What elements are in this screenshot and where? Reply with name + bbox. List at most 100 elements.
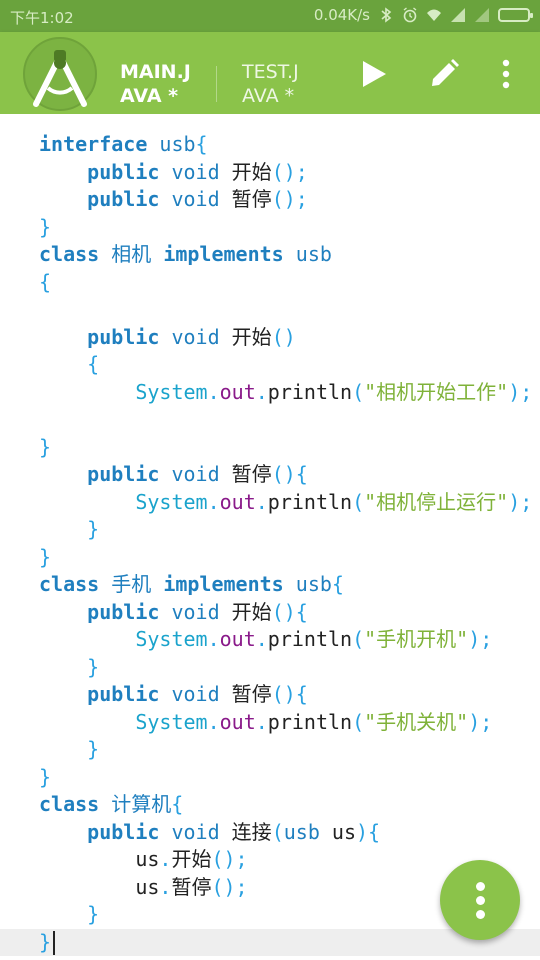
bluetooth-icon (381, 7, 392, 23)
code-token: (); (211, 847, 248, 871)
code-token (39, 160, 87, 184)
overflow-menu-button[interactable] (486, 52, 526, 96)
code-token: println (267, 627, 353, 651)
code-token: public (87, 599, 160, 624)
code-token: println (267, 709, 353, 734)
code-token: ( (352, 709, 365, 734)
code-token: class (39, 242, 100, 266)
code-token (159, 187, 171, 211)
code-token: void (171, 324, 220, 349)
code-line[interactable]: public void 开始(); (39, 159, 540, 187)
code-token: ); (468, 709, 493, 734)
code-line[interactable]: { (39, 269, 540, 297)
code-token (99, 572, 111, 596)
code-token: void (171, 187, 220, 211)
code-token: System (135, 709, 208, 734)
code-token: } (39, 764, 52, 789)
code-token (99, 242, 111, 266)
code-line[interactable] (39, 296, 540, 324)
code-line[interactable]: public void 暂停(); (39, 186, 540, 214)
status-bar: 下午1:02 0.04K/s (0, 0, 540, 32)
code-token: 暂停 (219, 462, 272, 486)
code-token (147, 132, 159, 156)
code-token (284, 242, 296, 266)
code-token (39, 710, 135, 734)
code-line[interactable]: public void 开始() (39, 324, 540, 352)
code-line[interactable]: public void 暂停(){ (39, 461, 540, 489)
code-line[interactable]: } (39, 214, 540, 242)
code-token: void (171, 462, 220, 486)
code-token: void (171, 599, 220, 624)
code-token (151, 242, 163, 266)
run-button[interactable] (352, 52, 396, 96)
code-token: } (87, 517, 100, 541)
code-token (284, 572, 296, 596)
code-line[interactable]: public void 开始(){ (39, 599, 540, 627)
code-token (39, 352, 87, 376)
code-line[interactable]: } (0, 928, 540, 956)
code-token: (); (271, 159, 308, 184)
code-line[interactable]: System.out.println("相机开始工作"); (39, 379, 540, 407)
wifi-icon (427, 9, 441, 21)
code-token: (); (211, 874, 248, 899)
code-token: (); (271, 187, 308, 211)
code-token: println (267, 489, 353, 514)
code-token: { (87, 352, 100, 376)
edit-button[interactable] (422, 52, 466, 96)
floating-action-button[interactable] (440, 860, 520, 940)
code-token: class (39, 572, 100, 596)
code-token: { (195, 132, 208, 156)
code-line[interactable]: } (39, 901, 540, 929)
code-token: . (159, 874, 172, 899)
code-line[interactable]: { (39, 351, 540, 379)
code-line[interactable]: us.暂停(); (39, 874, 540, 902)
more-vert-icon (475, 881, 485, 891)
code-token: out (219, 709, 256, 734)
code-token (159, 820, 171, 844)
code-line[interactable]: } (39, 516, 540, 544)
code-token: ); (508, 379, 533, 404)
tab-test-java[interactable]: TEST.J AVA * (242, 60, 299, 108)
code-line[interactable]: } (39, 736, 540, 764)
code-editor[interactable]: interface usb{ public void 开始(); public … (0, 114, 540, 960)
code-token: public (87, 324, 160, 349)
code-line[interactable]: System.out.println("手机关机"); (39, 709, 540, 737)
code-token (159, 325, 171, 349)
code-line[interactable]: class 计算机{ (39, 791, 540, 819)
code-token: "手机开机" (364, 627, 469, 651)
status-time: 下午1:02 (10, 9, 74, 27)
code-token: } (87, 654, 100, 679)
code-token (39, 682, 87, 706)
code-token: 开始 (219, 324, 272, 349)
status-icons: 0.04K/s (314, 6, 533, 24)
code-line[interactable]: class 相机 implements usb (39, 241, 540, 269)
tab-label-line1: MAIN.J (120, 61, 191, 83)
code-line[interactable]: System.out.println("相机停止运行"); (39, 489, 540, 517)
code-line[interactable]: } (39, 434, 540, 462)
code-line[interactable]: public void 暂停(){ (39, 681, 540, 709)
code-line[interactable]: public void 连接(usb us){ (39, 819, 540, 847)
code-text[interactable]: interface usb{ public void 开始(); public … (0, 131, 540, 956)
code-line[interactable] (39, 406, 540, 434)
tab-label-line2: AVA * (242, 85, 295, 107)
app-logo-icon[interactable] (22, 36, 98, 112)
code-token: . (255, 709, 268, 734)
code-token: 开始 (219, 599, 272, 624)
code-line[interactable]: } (39, 764, 540, 792)
tab-label-line2: AVA * (120, 85, 179, 107)
code-token: { (331, 572, 344, 596)
code-line[interactable]: interface usb{ (39, 131, 540, 159)
code-token: } (39, 929, 52, 954)
code-token: System (135, 379, 208, 404)
code-token: public (87, 187, 160, 211)
code-line[interactable]: class 手机 implements usb{ (39, 571, 540, 599)
code-token: } (39, 544, 52, 569)
code-line[interactable]: System.out.println("手机开机"); (39, 626, 540, 654)
tab-main-java[interactable]: MAIN.J AVA * (120, 60, 191, 108)
code-token: . (159, 847, 172, 871)
tab-label-line1: TEST.J (242, 61, 299, 83)
code-token: System (135, 627, 208, 651)
code-line[interactable]: us.开始(); (39, 846, 540, 874)
code-line[interactable]: } (39, 544, 540, 572)
code-line[interactable]: } (39, 654, 540, 682)
